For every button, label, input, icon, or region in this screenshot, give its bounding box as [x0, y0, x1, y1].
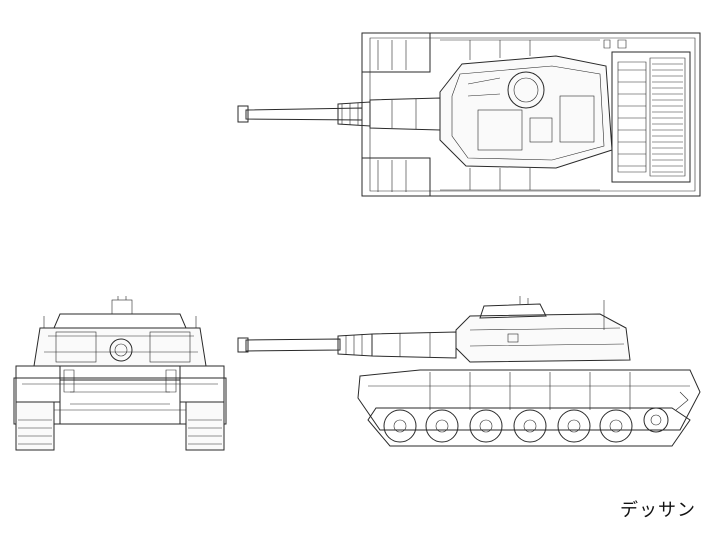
road-wheels — [383, 407, 669, 443]
top-view — [237, 32, 701, 197]
front-view — [13, 296, 227, 451]
caption: デッサン — [620, 500, 696, 521]
main-gun-top — [237, 97, 441, 131]
main-gun-side — [237, 331, 457, 359]
engine-grille — [617, 57, 686, 177]
side-view — [237, 296, 701, 447]
